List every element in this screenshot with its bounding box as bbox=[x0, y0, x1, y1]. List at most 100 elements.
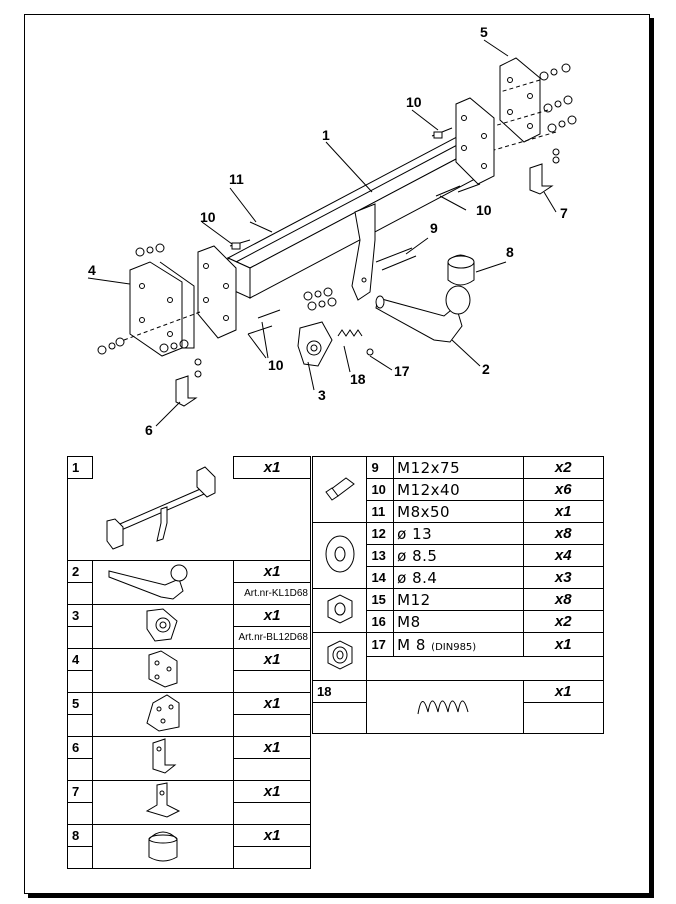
l-bracket-7 bbox=[529, 163, 554, 195]
callout-18: 18 bbox=[350, 371, 366, 387]
side-bracket-5 bbox=[499, 57, 541, 143]
side-bracket-left-icon bbox=[148, 649, 178, 688]
lock-nut-icon bbox=[327, 640, 353, 670]
socket-plate-3 bbox=[297, 321, 333, 367]
part-article-number: Art.nr-KL1D68 bbox=[233, 581, 311, 605]
part-spec: M12 bbox=[393, 588, 524, 611]
callout-17: 17 bbox=[394, 363, 410, 379]
part-spec: M8 bbox=[393, 610, 524, 633]
part-qty: x1 bbox=[233, 647, 311, 671]
part-number: 11 bbox=[366, 500, 395, 523]
part-qty: x8 bbox=[522, 522, 605, 545]
part-2-image bbox=[92, 559, 235, 605]
part-number: 18 bbox=[311, 680, 368, 703]
spring-icon-cell bbox=[366, 680, 524, 734]
callout-11: 11 bbox=[229, 171, 244, 187]
part-qty: x1 bbox=[233, 823, 311, 847]
callout-1: 1 bbox=[322, 127, 330, 143]
part-number: 2 bbox=[66, 559, 94, 583]
part-qty: x1 bbox=[233, 735, 311, 759]
part-spec: M12x40 bbox=[393, 478, 524, 501]
bolts bbox=[229, 127, 481, 335]
callout-9: 9 bbox=[430, 220, 438, 236]
part-number: 1 bbox=[66, 455, 94, 480]
part-spec: ø 13 bbox=[393, 522, 524, 545]
part-spec: ø 8.5 bbox=[393, 544, 524, 567]
lock-nut-icon-cell bbox=[311, 632, 368, 681]
part-4-image bbox=[92, 647, 235, 693]
ball-neck-icon bbox=[108, 564, 188, 600]
washer-icon-cell bbox=[311, 522, 368, 589]
callout-2: 2 bbox=[482, 361, 490, 377]
part-qty: x1 bbox=[233, 559, 311, 583]
callout-6: 6 bbox=[145, 422, 153, 438]
part-qty: x1 bbox=[233, 779, 311, 803]
washer-stacks bbox=[97, 63, 577, 378]
part-qty: x1 bbox=[522, 632, 605, 657]
callout-8: 8 bbox=[506, 244, 514, 260]
towbar-frame-icon bbox=[106, 465, 216, 550]
callout-5: 5 bbox=[480, 24, 488, 40]
part-qty: x6 bbox=[522, 478, 605, 501]
part-1-image bbox=[93, 457, 234, 561]
hex-nut-icon bbox=[327, 594, 353, 624]
part-number: 5 bbox=[66, 691, 94, 715]
part-7-image bbox=[92, 779, 235, 825]
part-spec-value: M 8 bbox=[397, 635, 426, 654]
part-8-image bbox=[92, 823, 235, 869]
ball-neck-2 bbox=[375, 285, 471, 343]
leader-lines bbox=[87, 39, 557, 427]
callout-10-right: 10 bbox=[476, 202, 492, 218]
part-qty: x1 bbox=[522, 680, 605, 703]
socket-plate-icon bbox=[146, 607, 178, 642]
spring-18 bbox=[337, 329, 363, 337]
part-spec: ø 8.4 bbox=[393, 566, 524, 589]
part-6-image bbox=[92, 735, 235, 781]
ball-cap-8 bbox=[447, 254, 475, 286]
hex-nut-icon-cell bbox=[311, 588, 368, 633]
parts-table-right: 9 M12x75 x2 10 M12x40 x6 11 M8x50 x1 12 … bbox=[311, 456, 605, 734]
side-bracket-right-icon bbox=[146, 693, 180, 732]
part-qty: x1 bbox=[233, 691, 311, 715]
l-bracket-icon bbox=[152, 737, 177, 774]
ball-cap-icon bbox=[148, 831, 178, 861]
part-qty: x2 bbox=[522, 456, 605, 479]
part-qty: x3 bbox=[522, 566, 605, 589]
callout-10-bottom: 10 bbox=[268, 357, 284, 373]
bolt-icon bbox=[325, 477, 355, 501]
part-number: 14 bbox=[366, 566, 395, 589]
part-qty: x1 bbox=[522, 500, 605, 523]
part-number: 7 bbox=[66, 779, 94, 803]
part-qty: x1 bbox=[233, 603, 311, 627]
part-number: 10 bbox=[366, 478, 395, 501]
washer-icon bbox=[325, 535, 355, 573]
right-end-plate bbox=[455, 97, 495, 185]
side-bracket-4 bbox=[129, 261, 195, 357]
l-bracket-icon bbox=[146, 781, 181, 818]
part-qty: x4 bbox=[522, 544, 605, 567]
part-number: 17 bbox=[366, 632, 395, 657]
part-number: 16 bbox=[366, 610, 395, 633]
part-number: 9 bbox=[366, 456, 395, 479]
part-number: 8 bbox=[66, 823, 94, 847]
callout-3: 3 bbox=[318, 387, 326, 403]
parts-table-left: 1 x1 2 x1 Art.nr-KL1D68 3 bbox=[66, 455, 311, 869]
part-5-image bbox=[92, 691, 235, 737]
part-qty: x2 bbox=[522, 610, 605, 633]
part-qty: x1 bbox=[233, 455, 311, 480]
callout-7: 7 bbox=[560, 205, 568, 221]
bolt-icon-cell bbox=[311, 456, 368, 523]
l-bracket-6 bbox=[175, 375, 198, 407]
left-end-plate bbox=[197, 245, 237, 339]
part-number: 3 bbox=[66, 603, 94, 627]
part-article-number: Art.nr-BL12D68 bbox=[233, 625, 311, 649]
ball-mount-hanger bbox=[351, 203, 376, 301]
spring-icon bbox=[417, 700, 469, 714]
part-qty: x8 bbox=[522, 588, 605, 611]
part-number: 15 bbox=[366, 588, 395, 611]
part-number: 13 bbox=[366, 544, 395, 567]
part-spec-note: (DIN985) bbox=[431, 641, 477, 653]
part-spec: M 8 (DIN985) bbox=[393, 632, 524, 657]
part-spec: M8x50 bbox=[393, 500, 524, 523]
